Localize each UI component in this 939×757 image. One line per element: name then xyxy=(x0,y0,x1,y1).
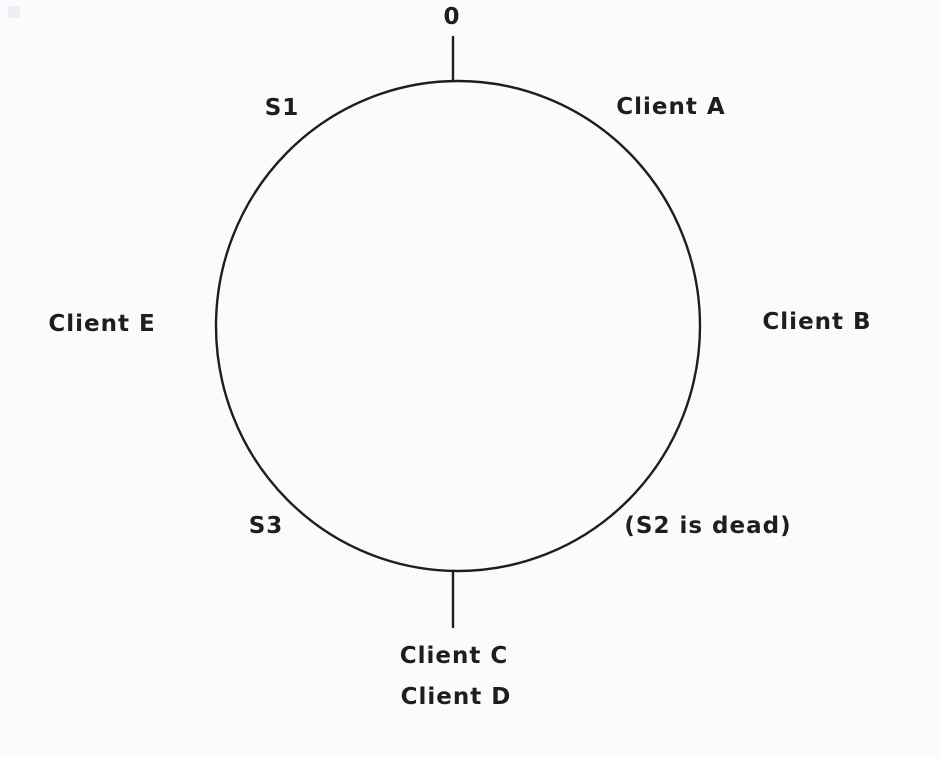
label-client-d: Client D xyxy=(400,684,512,711)
label-client-e: Client E xyxy=(48,311,156,338)
label-zero: 0 xyxy=(443,4,461,31)
corner-artifact xyxy=(8,6,20,18)
ring-circle xyxy=(214,79,702,573)
label-client-b: Client B xyxy=(762,309,872,336)
label-server-s1: S1 xyxy=(264,95,300,122)
label-server-s2-dead: (S2 is dead) xyxy=(624,513,792,540)
label-client-c: Client C xyxy=(399,643,509,670)
label-server-s3: S3 xyxy=(248,513,284,540)
label-client-a: Client A xyxy=(616,94,726,121)
